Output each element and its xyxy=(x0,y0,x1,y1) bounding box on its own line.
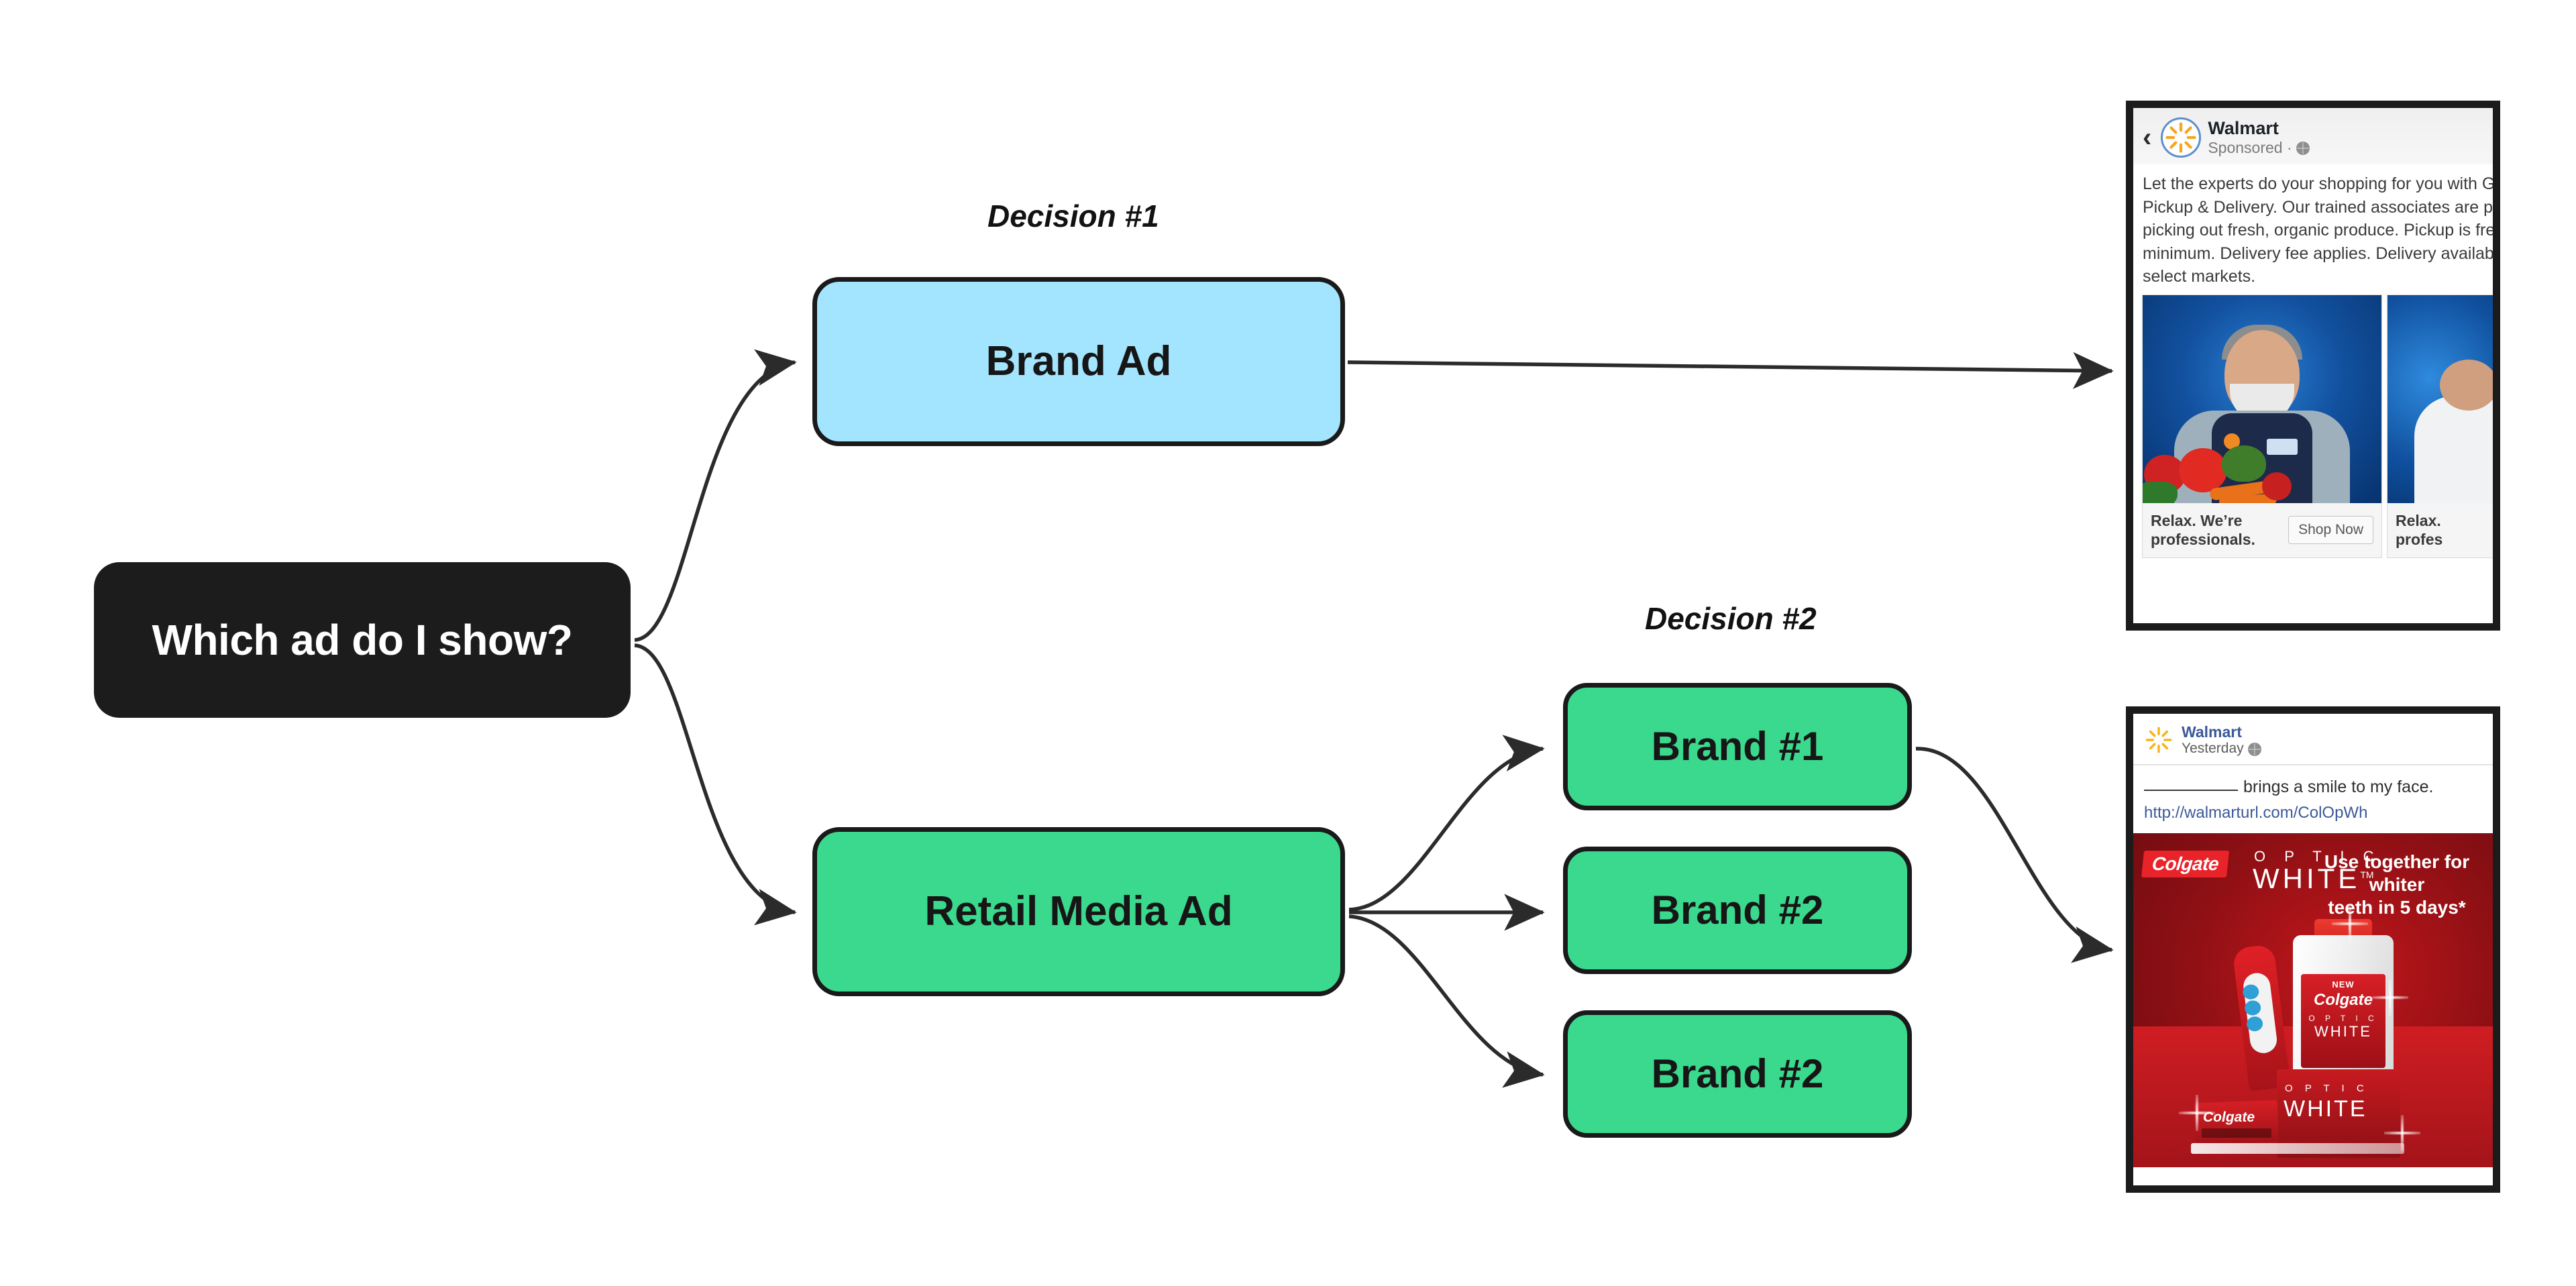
box-optic-text: O P T I C xyxy=(2285,1082,2369,1094)
product-shelf-glow xyxy=(2191,1142,2404,1154)
edge-retail-to-brand1 xyxy=(1348,735,1545,912)
colgate-creative-image: Colgate O P T I C WHITETM Use together f… xyxy=(2133,833,2493,1167)
colgate-logo: Colgate xyxy=(2141,850,2230,877)
ad-screenshot-colgate-optic-white[interactable]: Walmart Yesterday brings a smile to my f… xyxy=(2126,706,2500,1193)
fb-post-identity-2: Walmart Yesterday xyxy=(2182,723,2261,757)
edge-root-to-brand-ad xyxy=(634,349,797,642)
fb-post-body: Let the experts do your shopping for you… xyxy=(2133,164,2493,295)
node-brand-3[interactable]: Brand #2 xyxy=(1563,1010,1912,1138)
globe-icon xyxy=(2247,742,2261,756)
box-white-text: WHITE xyxy=(2284,1095,2367,1122)
carousel-card-1[interactable]: Relax. We’re professionals. Shop Now xyxy=(2143,294,2381,557)
fb-post-identity: Walmart Sponsored · xyxy=(2208,118,2310,156)
node-brand-3-label: Brand #2 xyxy=(1651,1051,1824,1096)
node-brand-ad[interactable]: Brand Ad xyxy=(812,277,1345,446)
mouthwash-label: NEW Colgate O P T I C WHITE xyxy=(2301,973,2385,1068)
caption-decision-2: Decision #2 xyxy=(1645,601,1817,636)
carousel-card-1-footer: Relax. We’re professionals. Shop Now xyxy=(2143,502,2381,557)
carousel-card-2-footer: Relax. profes xyxy=(2387,502,2493,557)
node-root-label: Which ad do I show? xyxy=(152,615,573,664)
caption-decision-1: Decision #1 xyxy=(987,199,1159,233)
node-retail-media-ad[interactable]: Retail Media Ad xyxy=(812,827,1345,996)
colgate-white-text: WHITETM xyxy=(2253,862,2374,894)
blank-fill-in-line xyxy=(2144,789,2238,791)
node-brand-2-label: Brand #2 xyxy=(1651,888,1824,932)
node-brand-1[interactable]: Brand #1 xyxy=(1563,683,1912,810)
fb-post-timestamp: Yesterday xyxy=(2182,741,2261,757)
ad-screenshot-walmart-carousel[interactable]: ‹ Walmart xyxy=(2126,101,2500,631)
edge-root-to-retail-media xyxy=(634,643,797,926)
fb-page-name: Walmart xyxy=(2182,723,2242,741)
colgate-claim-text: Use together for whiter teeth in 5 days* xyxy=(2324,851,2470,918)
node-root-question[interactable]: Which ad do I show? xyxy=(94,562,631,718)
edge-brand1-to-colgate-ad xyxy=(1915,747,2114,963)
fb-post-link[interactable]: http://walmarturl.com/ColOpWh xyxy=(2133,800,2493,833)
carousel-card-2-caption: Relax. profes xyxy=(2396,511,2443,549)
node-retail-media-ad-label: Retail Media Ad xyxy=(924,888,1233,934)
fb-post-meta: Sponsored · xyxy=(2208,139,2310,156)
fb-page-name: Walmart xyxy=(2208,118,2279,139)
fb-post-header: ‹ Walmart xyxy=(2133,108,2493,164)
node-brand-ad-label: Brand Ad xyxy=(985,337,1172,384)
fb-post-text: brings a smile to my face. xyxy=(2133,765,2493,801)
fb-carousel[interactable]: Relax. We’re professionals. Shop Now Rel… xyxy=(2133,294,2493,557)
carousel-card-1-caption: Relax. We’re professionals. xyxy=(2151,511,2255,549)
walmart-logo-icon xyxy=(2161,117,2202,158)
edge-retail-to-brand3 xyxy=(1348,914,1545,1088)
node-brand-1-label: Brand #1 xyxy=(1651,724,1824,769)
back-chevron-icon[interactable]: ‹ xyxy=(2143,123,2152,152)
carousel-card-1-image xyxy=(2143,294,2381,503)
carousel-card-2[interactable]: Relax. profes xyxy=(2387,294,2493,557)
globe-icon xyxy=(2296,141,2310,155)
fb-post-header-2: Walmart Yesterday xyxy=(2133,714,2493,765)
node-brand-2[interactable]: Brand #2 xyxy=(1563,847,1912,974)
colgate-optic-text: O P T I C xyxy=(2254,847,2381,865)
carousel-card-2-image xyxy=(2387,294,2493,503)
walmart-logo-icon xyxy=(2144,725,2174,755)
tube-colgate-logo: Colgate xyxy=(2203,1109,2255,1125)
edge-brand-ad-to-walmart-ad xyxy=(1347,352,2114,389)
tube-claim-bar xyxy=(2202,1128,2271,1138)
shop-now-button[interactable]: Shop Now xyxy=(2288,516,2373,545)
